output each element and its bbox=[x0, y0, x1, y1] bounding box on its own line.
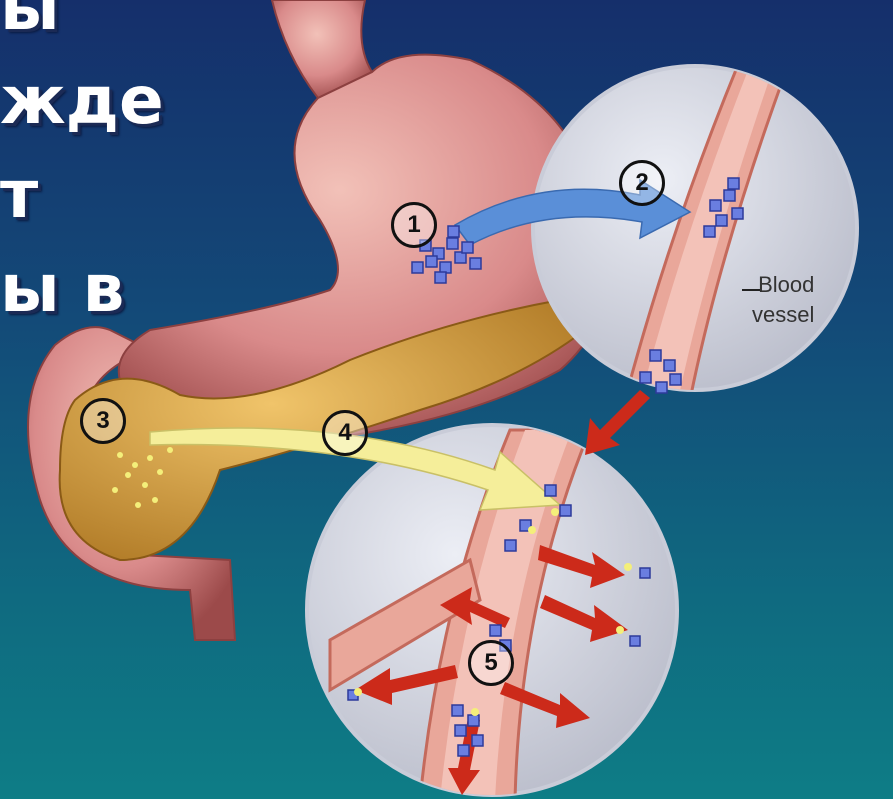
magnified-vessel-upper bbox=[533, 60, 857, 400]
step-3-marker: 3 bbox=[80, 398, 126, 444]
blood-vessel-label: Blood vessel bbox=[752, 270, 814, 330]
step-4-marker: 4 bbox=[322, 410, 368, 456]
step-1-marker: 1 bbox=[391, 202, 437, 248]
blood-vessel-label-line1: Blood bbox=[752, 270, 814, 300]
step-5-marker: 5 bbox=[468, 640, 514, 686]
blood-vessel-label-line2: vessel bbox=[752, 300, 814, 330]
step-2-marker: 2 bbox=[619, 160, 665, 206]
